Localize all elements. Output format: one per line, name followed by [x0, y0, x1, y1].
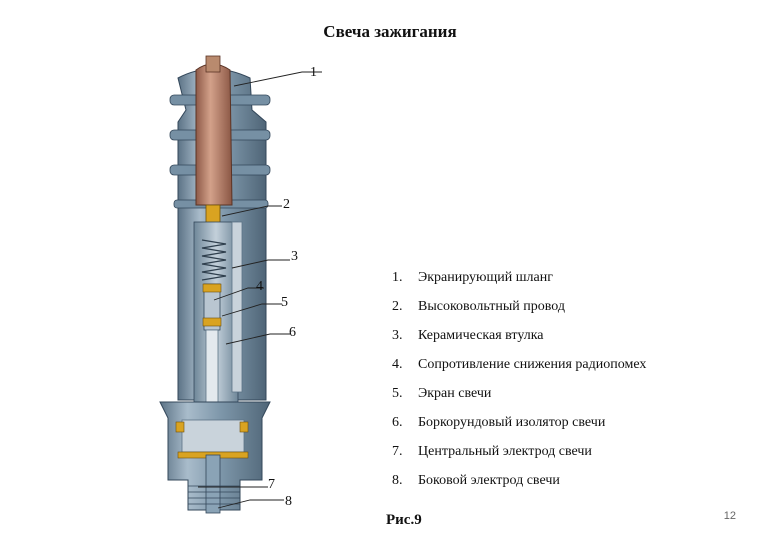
- insulator-rod: [205, 329, 219, 411]
- legend-item: 3.Керамическая втулка: [392, 328, 544, 343]
- legend-item: 4.Сопротивление снижения радиопомех: [392, 357, 647, 372]
- legend-item: 8.Боковой электрод свечи: [392, 473, 560, 488]
- diagram-title: Свеча зажигания: [323, 22, 457, 41]
- contact-spring: [201, 239, 227, 281]
- callout-1: 1: [310, 65, 317, 80]
- legend-item: 7.Центральный электрод свечи: [392, 444, 592, 459]
- callout-5: 5: [281, 295, 288, 310]
- callout-7: 7: [268, 477, 275, 492]
- legend-item: 5.Экран свечи: [392, 386, 492, 401]
- legend-item: 1.Экранирующий шланг: [392, 270, 553, 285]
- legend-list: 1.Экранирующий шланг 2.Высоковольтный пр…: [392, 270, 646, 502]
- callout-4: 4: [256, 279, 263, 294]
- legend-item: 6.Боркорундовый изолятор свечи: [392, 415, 606, 430]
- terminal-contact: [205, 204, 221, 224]
- page-number: 12: [723, 510, 736, 522]
- ceramic-sleeve: [231, 221, 243, 393]
- leader-lines: [198, 71, 322, 509]
- callout-2: 2: [283, 197, 290, 212]
- spark-plug-body: [159, 401, 271, 514]
- callout-8: 8: [285, 494, 292, 509]
- figure-caption: Рис.9: [386, 512, 422, 528]
- suppression-resistor: [202, 283, 222, 331]
- callout-6: 6: [289, 325, 296, 340]
- legend-item: 2.Высоковольтный провод: [392, 299, 565, 314]
- callout-3: 3: [291, 249, 298, 264]
- high-voltage-wire: [195, 55, 233, 206]
